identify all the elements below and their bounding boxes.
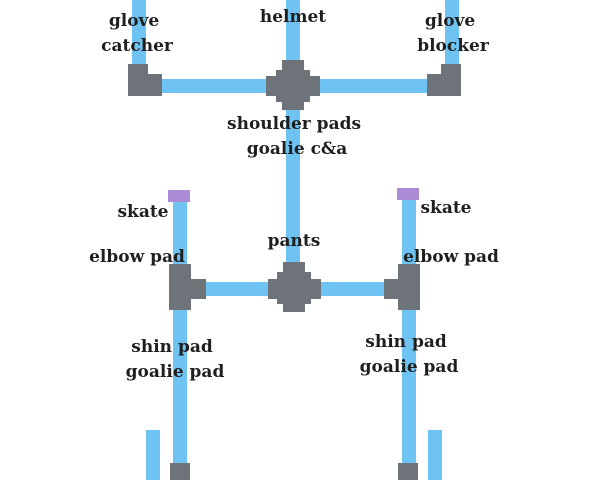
labels: glove catcher helmet glove blocker shoul… (89, 7, 499, 382)
pipe-mid-horizontal-left (205, 282, 269, 296)
bottom-fitting-left (170, 463, 190, 480)
label-glove-blocker: glove blocker (417, 11, 490, 56)
label-skate-left: skate (117, 202, 168, 222)
cross-fitting-middle (268, 262, 321, 312)
end-cap-right (397, 188, 419, 200)
label-shin-pad-left: shin pad goalie pad (126, 337, 225, 382)
pipe-right-foot-post (428, 430, 442, 480)
pipe-top-horizontal-left (160, 79, 270, 93)
cross-fitting-top (266, 60, 320, 110)
pipe-left-upright (173, 200, 187, 470)
label-skate-right: skate (420, 198, 471, 218)
pipe-blocker-vertical (445, 0, 459, 70)
tee-fitting-left (169, 264, 206, 310)
label-glove-catcher: glove catcher (101, 11, 174, 56)
elbow-fitting-top-left (128, 64, 162, 96)
label-shin-pad-right: shin pad goalie pad (360, 332, 459, 377)
label-pants: pants (268, 231, 321, 251)
pipe-left-foot-post (146, 430, 160, 480)
elbow-fitting-top-right (427, 64, 461, 96)
label-elbow-pad-right: elbow pad (403, 247, 499, 267)
pipe-helmet-vertical (286, 0, 300, 66)
label-shoulder-pads: shoulder pads goalie c&a (227, 114, 367, 159)
bottom-fitting-right (398, 463, 418, 480)
pipe-center-spine (286, 106, 300, 266)
pipe-catcher-vertical (132, 0, 146, 70)
label-helmet: helmet (260, 7, 326, 27)
pipe-top-horizontal-right (316, 79, 428, 93)
pipe-mid-horizontal-right (320, 282, 386, 296)
end-cap-left (168, 190, 190, 202)
label-elbow-pad-left: elbow pad (89, 247, 185, 267)
fittings (128, 60, 461, 480)
tee-fitting-right (384, 264, 420, 310)
